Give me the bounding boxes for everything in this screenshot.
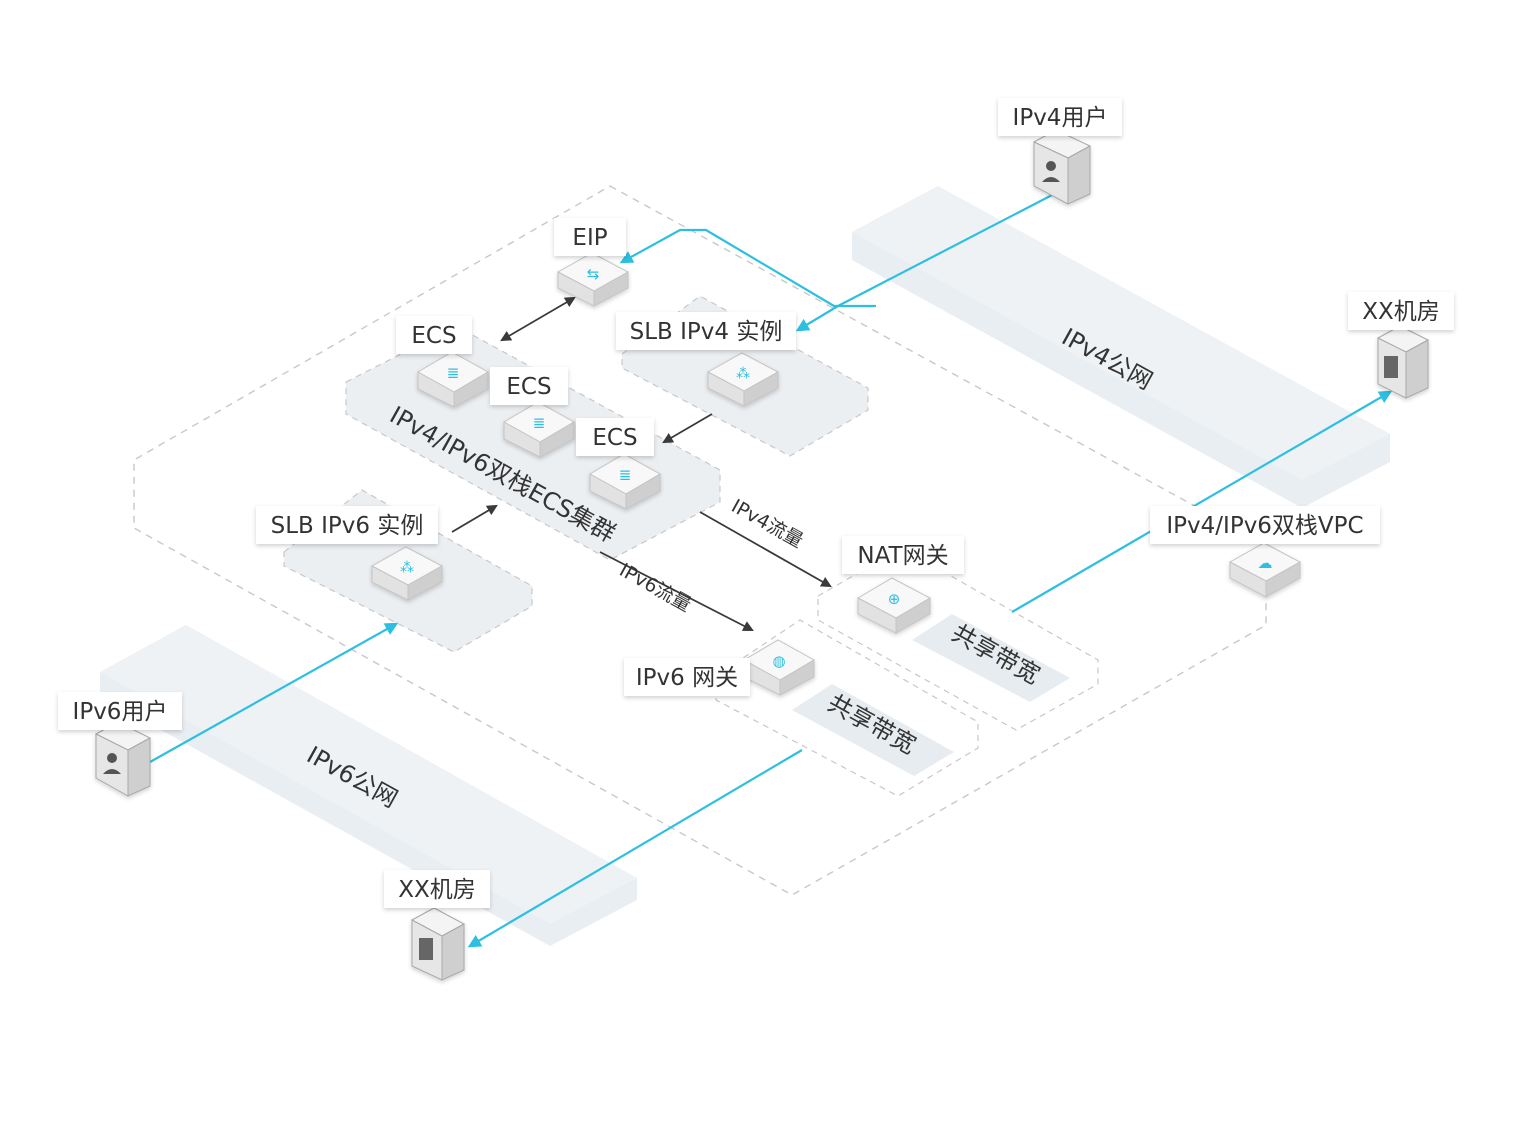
ipv6-user-to-slb-line <box>149 622 399 763</box>
slb-ipv6-node: ⁂ <box>370 546 444 601</box>
ipv6-gateway-icon: ◍ <box>772 652 785 670</box>
ipv6-shared-bandwidth-plate <box>792 684 954 776</box>
ipv6-traffic-arrow <box>599 551 754 631</box>
slb-ipv4-label: SLB IPv4 实例 <box>630 319 783 345</box>
ipv4-internet-plane: IPv4公网 <box>852 186 1390 508</box>
ecs-node-1: ≣ <box>416 351 490 408</box>
slb-ipv4-label-box: SLB IPv4 实例 <box>616 312 796 350</box>
ipv6-user-label-box: IPv6用户 <box>58 692 182 730</box>
load-balancer-icon: ⁂ <box>400 560 414 576</box>
slb-v6-to-ecs-arrow <box>451 504 498 533</box>
user-icon <box>1046 161 1056 171</box>
server-icon: ≣ <box>533 414 546 432</box>
eip-node: ⇆ <box>556 252 630 307</box>
nat-label: NAT网关 <box>857 543 948 569</box>
server-icon: ≣ <box>619 466 632 484</box>
vpc-label-box: IPv4/IPv6双栈VPC <box>1150 506 1380 544</box>
idc-bottom-label-box: XX机房 <box>384 870 490 908</box>
server-icon: ≣ <box>447 364 460 382</box>
nat-shared-bandwidth-zone <box>817 547 1099 731</box>
idc-right-label-box: XX机房 <box>1348 292 1454 330</box>
slb-ipv4-node: ⁂ <box>706 352 780 407</box>
eip-ecs-arrow <box>500 296 576 342</box>
slb-v4-to-ecs-arrow <box>662 413 713 444</box>
ipv4-user-node <box>1032 129 1092 205</box>
nat-node: ⊕ <box>856 577 932 634</box>
ecs-3-label-box: ECS <box>576 418 654 456</box>
ecs-2-label: ECS <box>506 374 551 400</box>
datacenter-icon <box>419 938 433 960</box>
idc-right-label: XX机房 <box>1362 299 1440 325</box>
ipv4-traffic-arrow <box>699 511 832 588</box>
ipv6-traffic-label: IPv6流量 <box>616 559 695 616</box>
ipv6-shared-bandwidth-zone <box>715 619 979 797</box>
nat-label-box: NAT网关 <box>842 536 964 574</box>
ipv6-gateway-node: ◍ <box>742 639 816 696</box>
datacenter-icon <box>1384 356 1398 378</box>
vpc-label: IPv4/IPv6双栈VPC <box>1166 513 1363 539</box>
ecs-node-2: ≣ <box>502 401 576 458</box>
idc-bottom-label: XX机房 <box>398 877 476 903</box>
ipv4-user-label-box: IPv4用户 <box>998 98 1122 136</box>
nat-gateway-icon: ⊕ <box>888 590 901 608</box>
user-icon <box>107 753 117 763</box>
ecs-node-3: ≣ <box>588 453 662 510</box>
ipv6-internet-plane: IPv6公网 <box>100 625 637 946</box>
eip-icon: ⇆ <box>587 265 600 283</box>
ecs-3-label: ECS <box>592 425 637 451</box>
vpc-node: ☁ <box>1228 542 1302 598</box>
idc-right-node <box>1376 325 1430 399</box>
nat-shared-bandwidth-plate <box>912 614 1070 702</box>
load-balancer-icon: ⁂ <box>736 366 750 382</box>
ipv6-gw-to-idc-line <box>467 749 803 948</box>
slb-ipv6-label-box: SLB IPv6 实例 <box>256 506 438 544</box>
ipv6-gateway-label: IPv6 网关 <box>636 665 738 691</box>
ecs-1-label-box: ECS <box>396 316 472 354</box>
ipv4-traffic-label: IPv4流量 <box>728 495 807 552</box>
ipv6-gateway-label-box: IPv6 网关 <box>624 658 750 696</box>
ecs-2-label-box: ECS <box>490 367 568 405</box>
nat-to-idc-line <box>1011 390 1393 613</box>
slb-ipv6-label: SLB IPv6 实例 <box>271 513 424 539</box>
ipv4-user-label: IPv4用户 <box>1013 105 1108 131</box>
ipv6-user-label: IPv6用户 <box>73 699 168 725</box>
eip-label: EIP <box>572 225 607 251</box>
ecs-1-label: ECS <box>411 323 456 349</box>
idc-bottom-node <box>410 907 466 981</box>
eip-label-box: EIP <box>554 218 626 256</box>
ipv6-user-node <box>94 721 152 797</box>
eip-public-line <box>619 228 876 308</box>
vpc-cloud-icon: ☁ <box>1258 554 1273 572</box>
